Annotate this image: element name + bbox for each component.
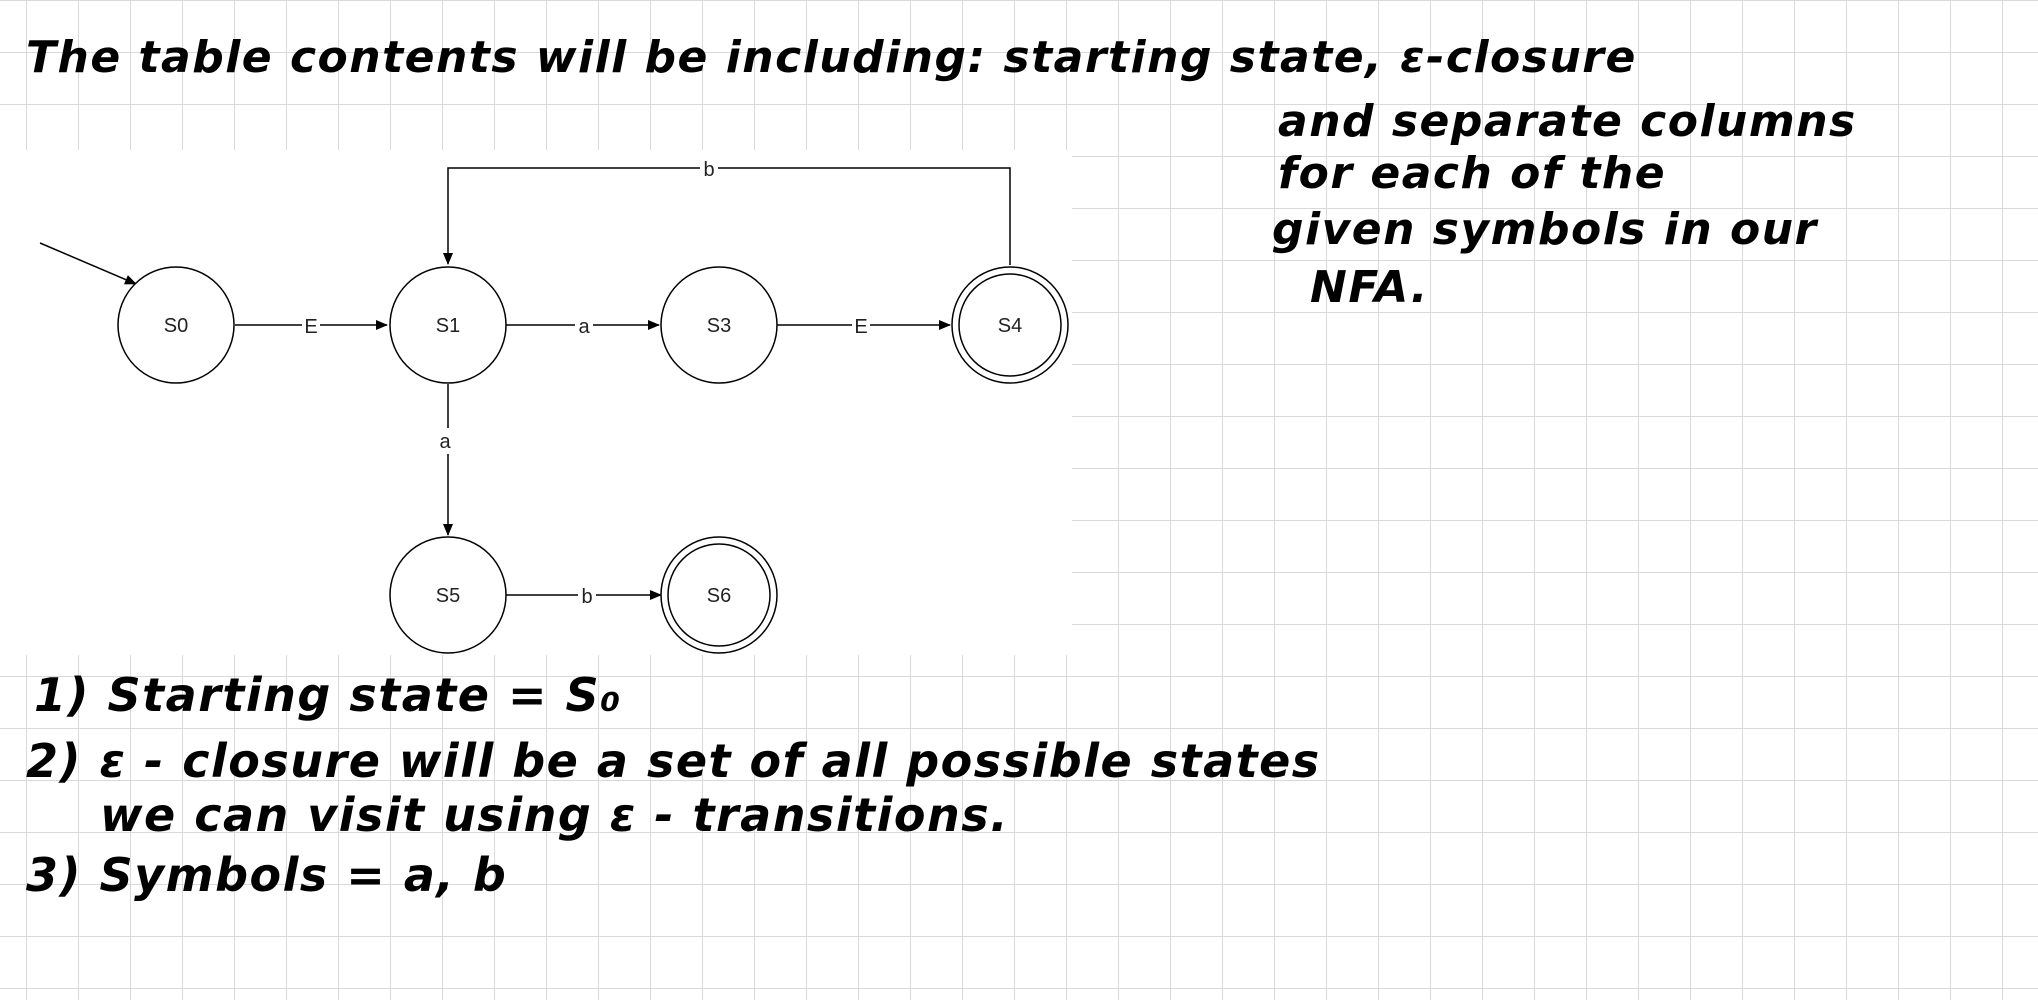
state-label-s3: S3 [707, 315, 731, 337]
heading-line-4: given symbols in our [1272, 204, 1818, 255]
state-label-s6: S6 [707, 585, 731, 607]
edge-label-s0-s1: E [304, 316, 317, 338]
state-s4: S4 [951, 266, 1069, 384]
note-item-2-line-2: we can visit using ε - transitions. [100, 788, 1010, 842]
state-s1: S1 [389, 266, 507, 384]
heading-line-1: The table contents will be including: st… [26, 32, 1637, 83]
edge-label-s1-s5: a [439, 431, 451, 453]
state-label-s0: S0 [164, 315, 188, 337]
start-arrow [39, 242, 137, 285]
state-label-s5: S5 [436, 585, 460, 607]
edge-label-s1-s3: a [578, 316, 590, 338]
heading-line-3: for each of the [1278, 148, 1667, 199]
note-item-1: 1) Starting state = S₀ [34, 668, 622, 722]
note-item-3: 3) Symbols = a, b [26, 848, 508, 902]
state-s6: S6 [660, 536, 778, 654]
edge-label-s5-s6: b [581, 586, 592, 608]
heading-line-2: and separate columns [1278, 96, 1857, 147]
heading-line-5: NFA. [1310, 262, 1429, 313]
edge-label-s4-s1: b [703, 159, 714, 181]
nfa-diagram: E a E b a b [0, 150, 1072, 655]
state-label-s4: S4 [998, 315, 1022, 337]
transitions-group: E a E b a b [235, 156, 1011, 608]
nfa-diagram-svg: E a E b a b [39, 156, 1069, 654]
state-s5: S5 [389, 536, 507, 654]
state-label-s1: S1 [436, 315, 460, 337]
edge-s4-s1 [443, 167, 1011, 265]
state-s3: S3 [660, 266, 778, 384]
edge-label-s3-s4: E [854, 316, 867, 338]
note-item-2-line-1: 2) ε - closure will be a set of all poss… [26, 734, 1321, 788]
state-s0: S0 [117, 266, 235, 384]
